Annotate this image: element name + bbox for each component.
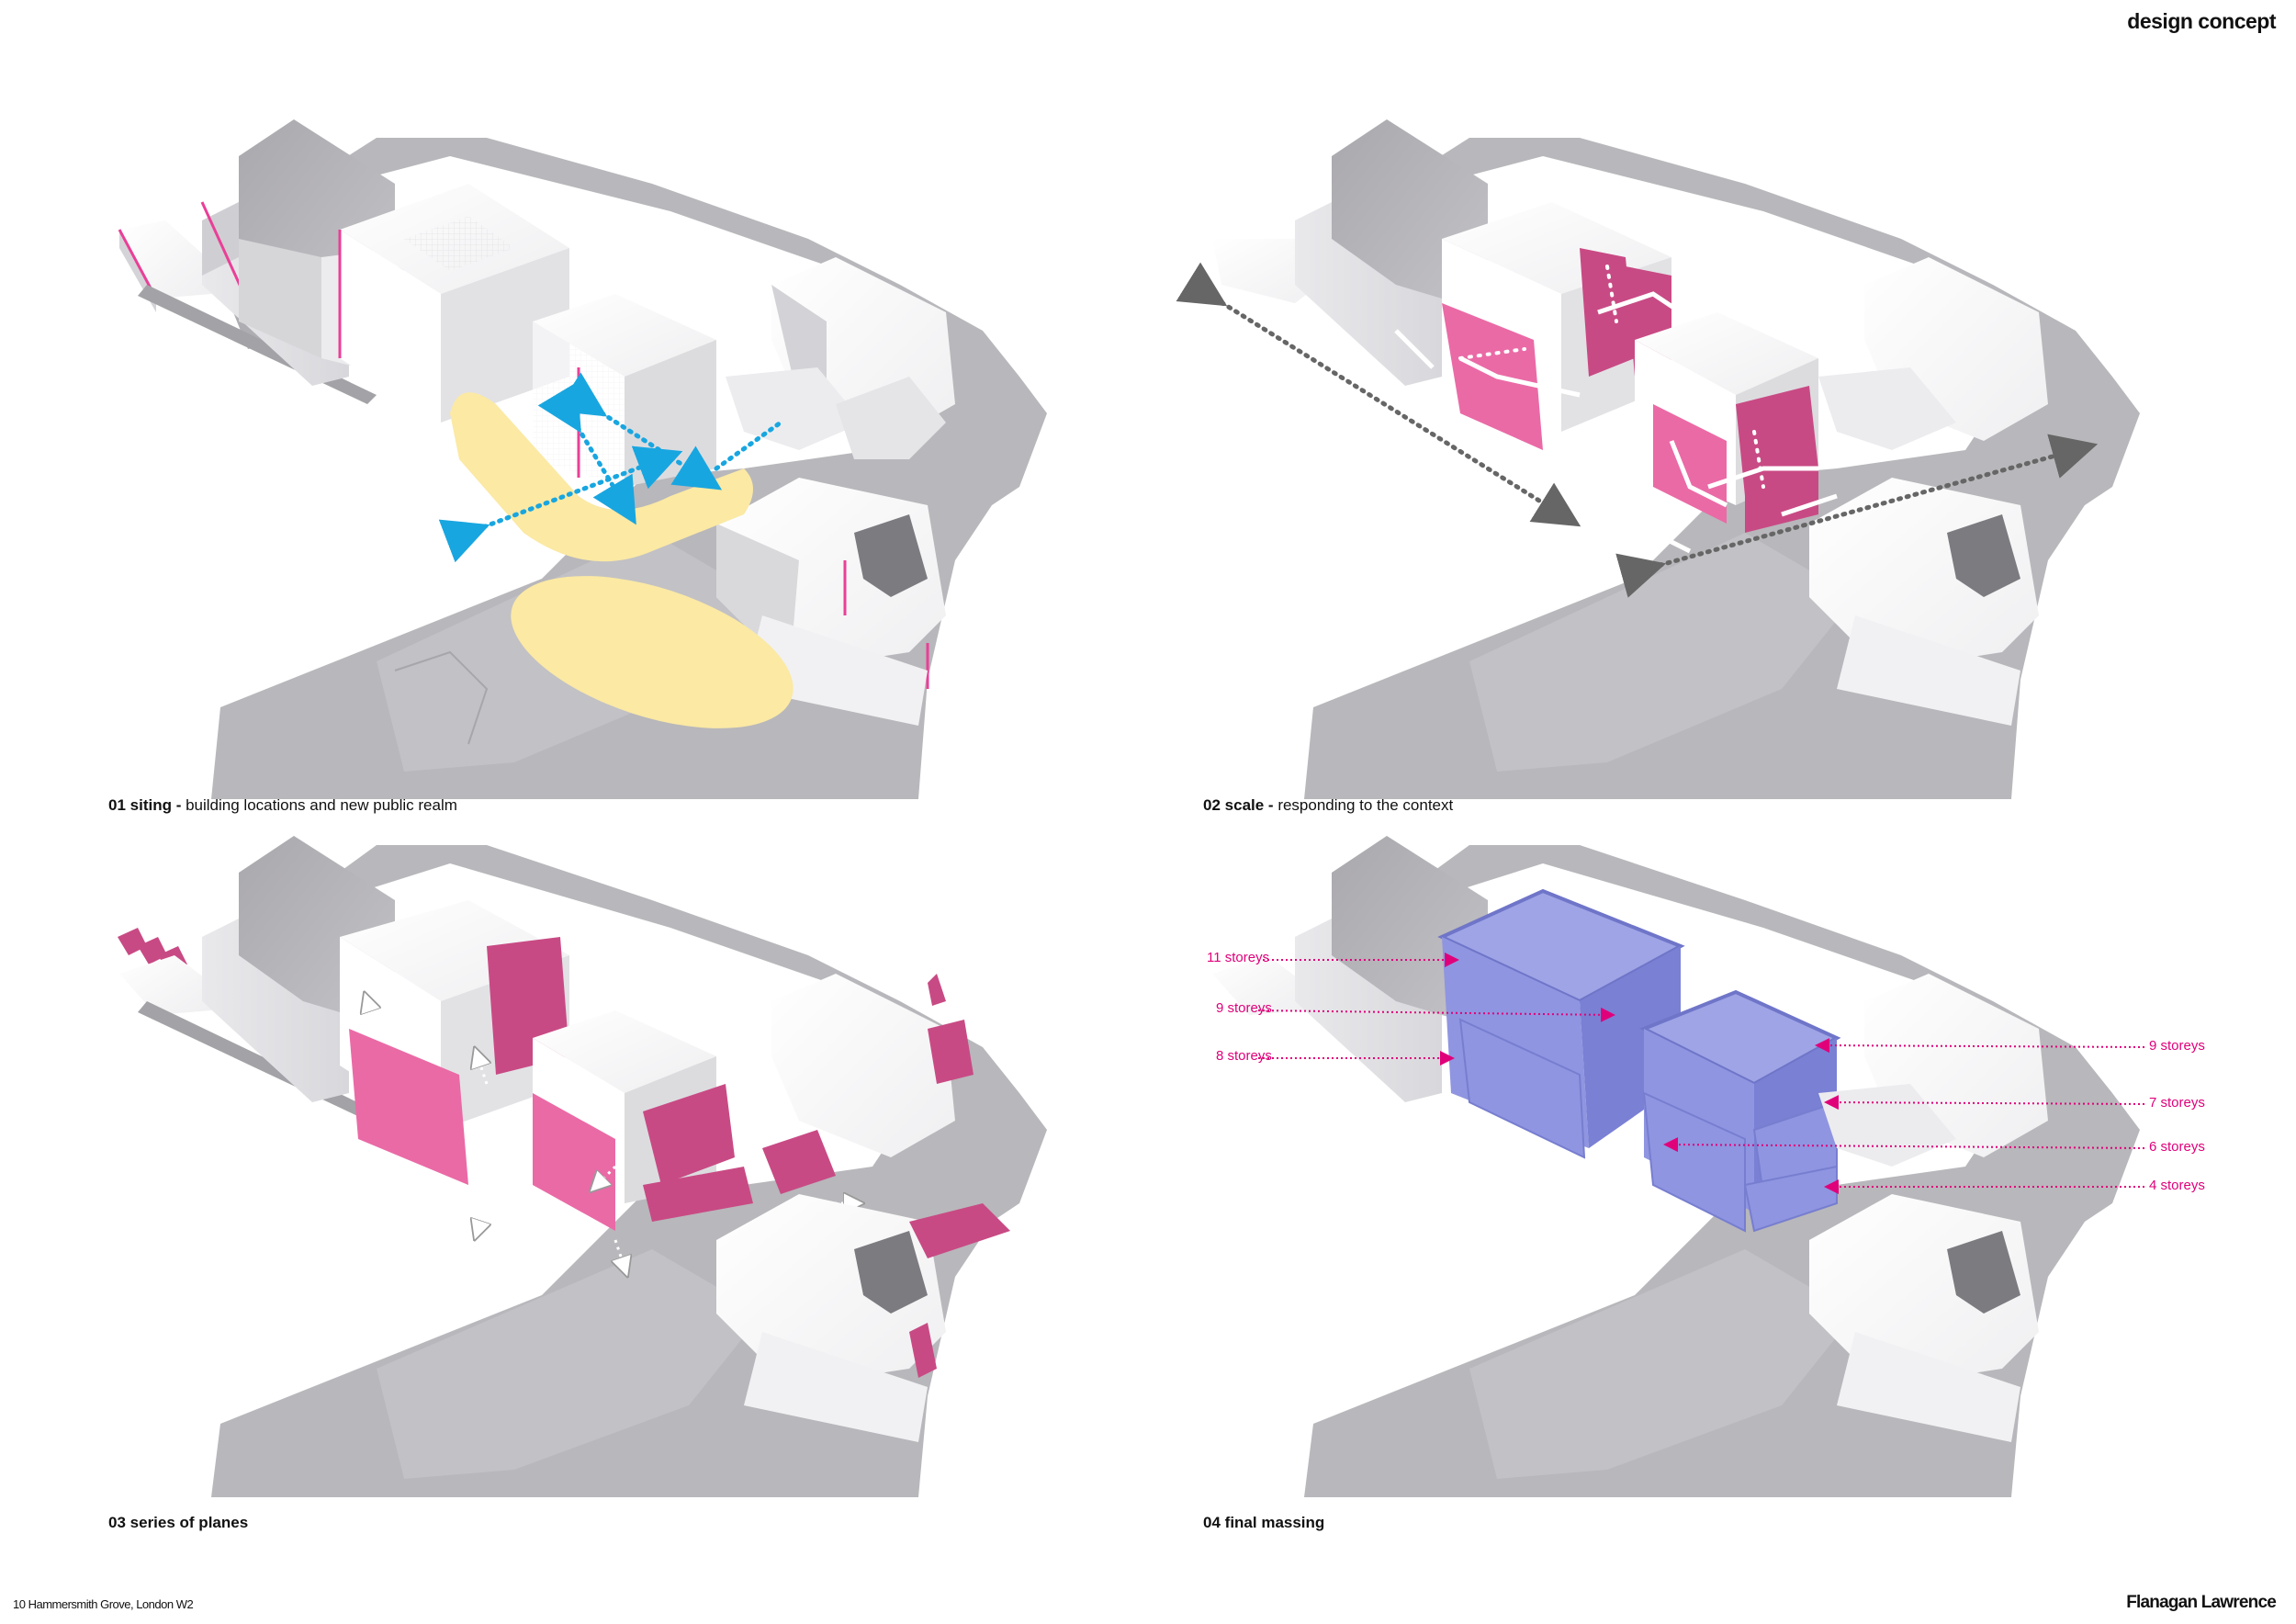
label-8-storeys: 8 storeys	[1216, 1048, 1272, 1064]
final-massing-diagram	[1212, 836, 2145, 1497]
siting-diagram	[118, 119, 1047, 799]
label-9-storeys-right: 9 storeys	[2149, 1038, 2205, 1054]
leader-6-storeys	[1663, 1137, 2145, 1153]
scale-diagram	[1176, 119, 2140, 799]
leader-9-storeys-right	[1815, 1038, 2145, 1054]
panel-scale: 02 scale - responding to the context	[1176, 101, 2204, 814]
planes-diagram	[118, 836, 1047, 1497]
panel-01-caption: 01 siting - building locations and new p…	[108, 796, 457, 814]
footer-address: 10 Hammersmith Grove, London W2	[13, 1597, 194, 1611]
footer-firm-logo: Flanagan Lawrence	[2126, 1593, 2277, 1612]
label-9-storeys-left: 9 storeys	[1216, 1000, 1272, 1016]
panel-final-massing: 11 storeys 9 storeys 8 storeys 9 storeys…	[1194, 818, 2205, 1531]
panel-04-caption: 04 final massing	[1203, 1514, 1325, 1531]
label-7-storeys: 7 storeys	[2149, 1095, 2205, 1111]
panel-siting: 01 siting - building locations and new p…	[101, 101, 1111, 814]
panel-03-caption: 03 series of planes	[108, 1514, 249, 1531]
label-4-storeys: 4 storeys	[2149, 1178, 2205, 1193]
page-title: design concept	[2127, 9, 2276, 33]
label-11-storeys: 11 storeys	[1207, 950, 1270, 965]
label-6-storeys: 6 storeys	[2149, 1139, 2205, 1155]
leader-9-storeys-left	[1257, 1007, 1615, 1022]
panel-planes: 03 series of planes	[101, 818, 1111, 1531]
panel-02-caption: 02 scale - responding to the context	[1203, 796, 1454, 814]
public-realm-square	[511, 576, 793, 728]
